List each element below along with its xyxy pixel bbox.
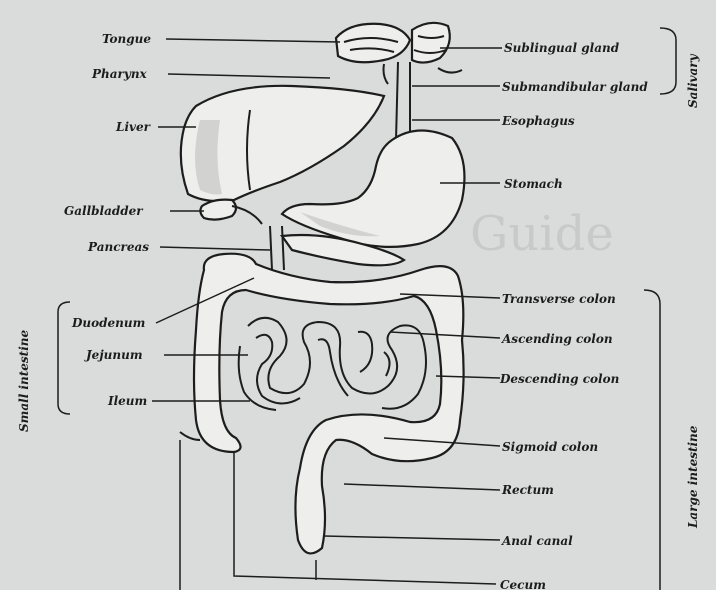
label-stomach: Stomach <box>504 177 563 191</box>
large-intestine-bracket <box>644 290 660 590</box>
background-watermark: Guide <box>470 206 614 262</box>
label-esophagus: Esophagus <box>501 114 575 128</box>
group-label-salivary: Salivary <box>686 53 700 108</box>
large-intestine-illustration <box>180 254 464 554</box>
label-liver: Liver <box>115 120 152 134</box>
liver-illustration <box>181 86 384 201</box>
label-pancreas: Pancreas <box>87 240 149 254</box>
label-pharynx: Pharynx <box>91 67 148 81</box>
label-descending-colon: Descending colon <box>499 372 619 386</box>
label-sigmoid-colon: Sigmoid colon <box>502 440 598 454</box>
salivary-bracket <box>660 28 676 94</box>
label-ileum: Ileum <box>107 394 147 408</box>
group-label-small-intestine: Small intestine <box>17 330 31 432</box>
label-ascending-colon: Ascending colon <box>501 332 613 346</box>
esophagus-illustration <box>396 62 410 140</box>
small-intestine-bracket <box>58 302 70 414</box>
mouth-illustration <box>336 23 462 84</box>
label-duodenum: Duodenum <box>71 316 145 330</box>
label-sublingual-gland: Sublingual gland <box>504 41 620 55</box>
gallbladder-illustration <box>200 200 262 224</box>
label-cecum: Cecum <box>500 578 546 590</box>
label-rectum: Rectum <box>501 483 554 497</box>
label-gallbladder: Gallbladder <box>64 204 144 218</box>
label-transverse-colon: Transverse colon <box>502 292 616 306</box>
label-tongue: Tongue <box>102 32 151 46</box>
small-intestine-illustration <box>239 318 426 410</box>
label-jejunum: Jejunum <box>84 348 143 362</box>
label-anal-canal: Anal canal <box>501 534 573 548</box>
label-submandibular-gland: Submandibular gland <box>502 80 648 94</box>
group-label-large-intestine: Large intestine <box>686 425 700 529</box>
